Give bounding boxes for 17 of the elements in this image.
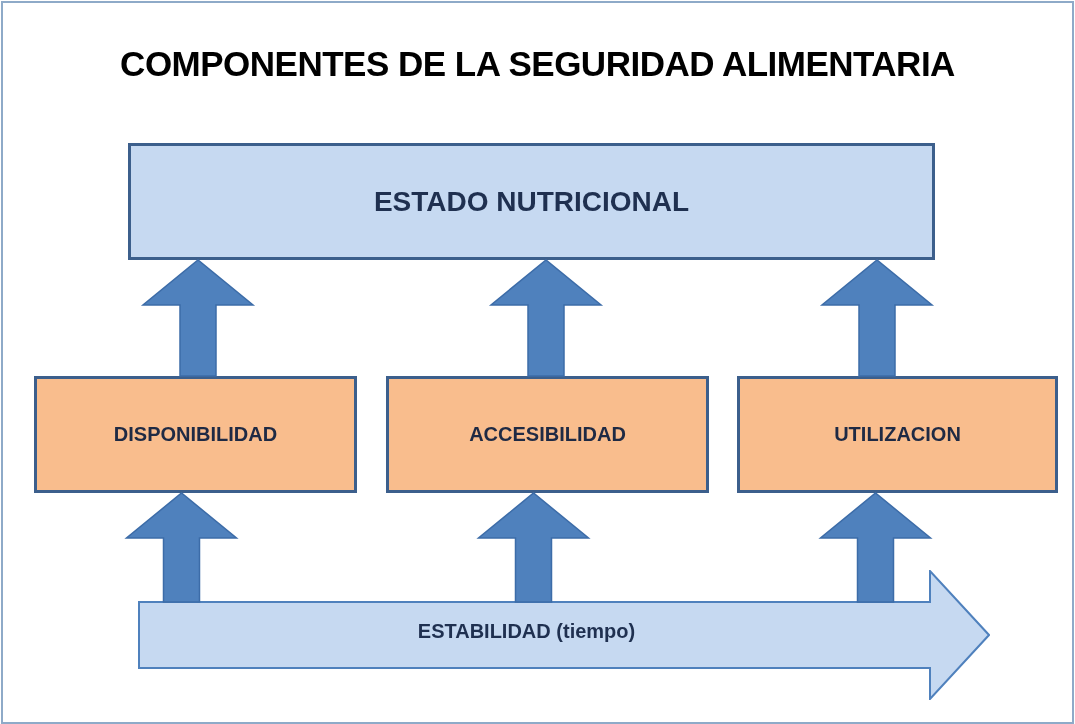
block-arrow [819,259,935,377]
node-label: UTILIZACION [834,423,961,446]
component-box [386,376,709,493]
component-box [34,376,357,493]
node-label: ESTABILIDAD (tiempo) [417,620,636,643]
block-arrow [818,492,933,603]
timeline-arrow [138,570,990,700]
node-label: ACCESIBILIDAD [469,423,626,446]
node-label: DISPONIBILIDAD [113,423,278,446]
block-arrow [124,492,239,603]
diagram-title: COMPONENTES DE LA SEGURIDAD ALIMENTARIA [119,44,956,84]
component-box [737,376,1058,493]
block-arrow [488,259,604,377]
node-label: ESTADO NUTRICIONAL [373,185,690,218]
block-arrow [140,259,256,377]
block-arrow [476,492,591,603]
outcome-box [128,143,935,260]
